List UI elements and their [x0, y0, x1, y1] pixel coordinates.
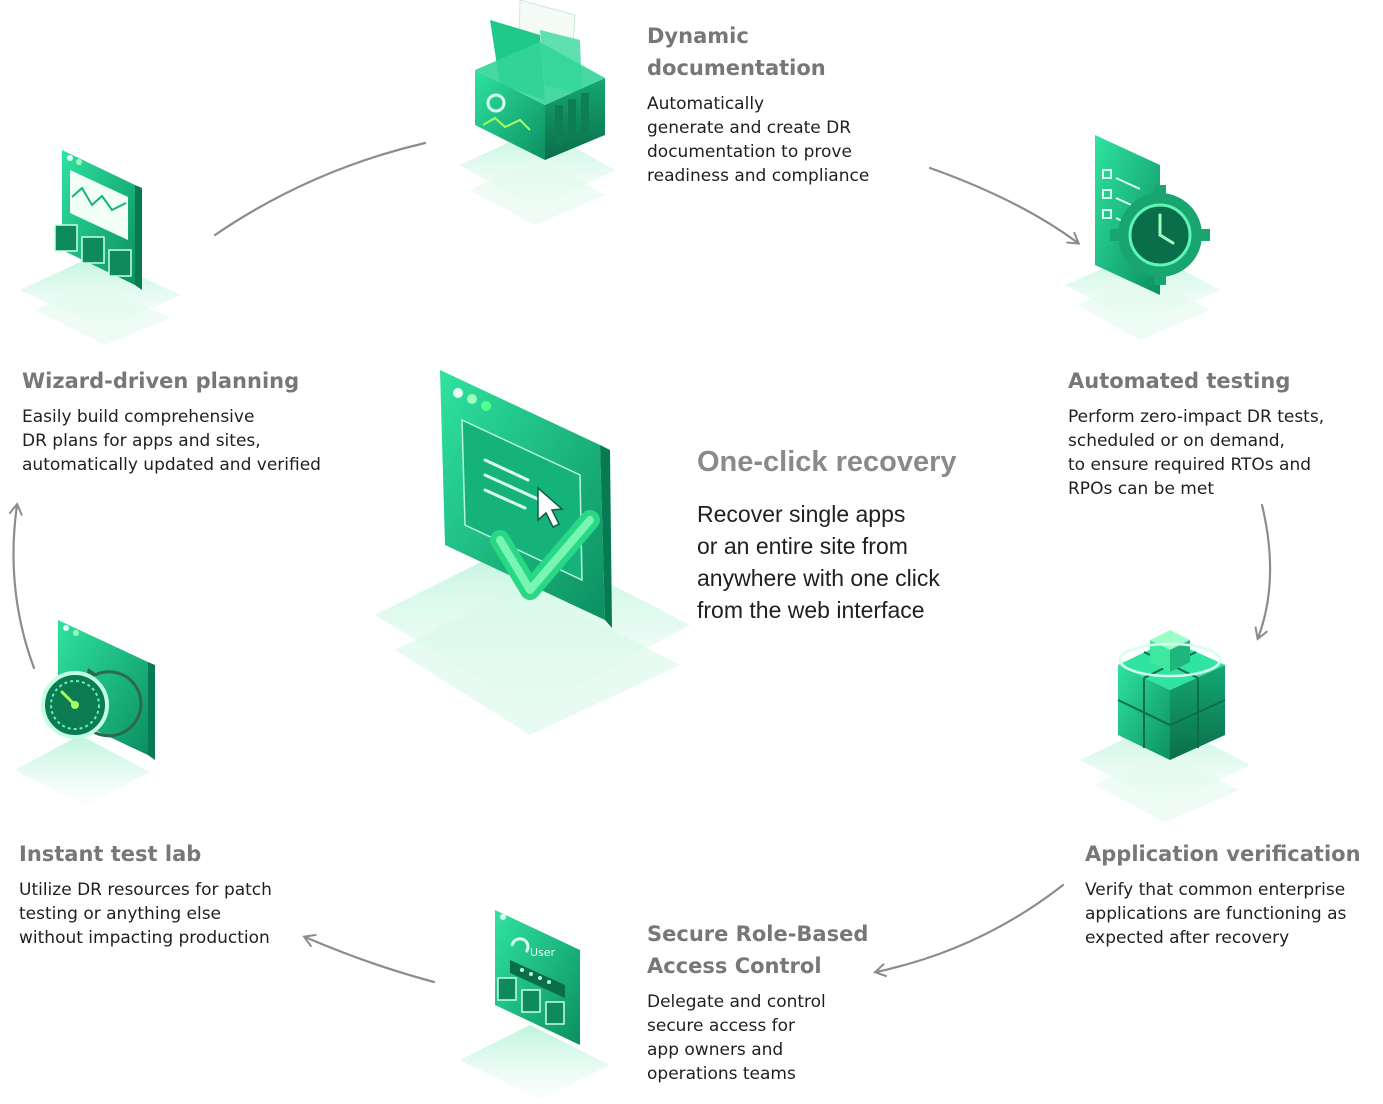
cycle-arrows — [8, 141, 1272, 984]
arrow-verification-to-rbac — [873, 883, 1065, 978]
feature-automated-testing: Automated testing Perform zero-impact DR… — [1068, 365, 1378, 501]
feature-instant-test-lab: Instant test lab Utilize DR resources fo… — [19, 838, 319, 950]
speedometer-window-icon — [15, 620, 155, 805]
chart-window-icon — [20, 150, 180, 345]
arc-wizard-to-docs — [213, 141, 427, 237]
center-title: One-click recovery — [697, 446, 957, 478]
documents-box-icon — [460, 0, 615, 225]
feature-description: Perform zero-impact DR tests, scheduled … — [1068, 407, 1325, 499]
arrow-rbac-to-testlab — [302, 934, 436, 984]
feature-secure-rbac: Secure Role-Based Access Control Delegat… — [647, 918, 907, 1086]
feature-title: Automated testing — [1068, 369, 1291, 393]
arrow-docs-to-testing — [928, 166, 1081, 245]
feature-title: Wizard-driven planning — [22, 369, 300, 393]
center-description: Recover single apps or an entire site fr… — [697, 501, 940, 623]
checklist-gear-clock-icon — [1065, 135, 1220, 340]
feature-description: Easily build comprehensive DR plans for … — [22, 407, 321, 475]
cube-refresh-icon — [1080, 630, 1250, 822]
arrow-testing-to-verification — [1254, 503, 1272, 641]
arrow-testlab-to-wizard — [8, 502, 36, 670]
feature-title: Secure Role-Based Access Control — [647, 922, 869, 978]
feature-title: Instant test lab — [19, 842, 202, 866]
user-login-icon: User — [460, 910, 610, 1100]
feature-title: Application verification — [1085, 842, 1361, 866]
feature-description: Utilize DR resources for patch testing o… — [19, 880, 272, 948]
feature-wizard-planning: Wizard-driven planning Easily build comp… — [22, 365, 367, 477]
feature-title: Dynamic documentation — [647, 24, 826, 80]
click-window-check-icon — [375, 370, 690, 735]
feature-one-click-recovery: One-click recovery Recover single apps o… — [697, 442, 1017, 626]
feature-description: Delegate and control secure access for a… — [647, 992, 826, 1084]
feature-application-verification: Application verification Verify that com… — [1085, 838, 1380, 950]
feature-dynamic-documentation: Dynamic documentation Automatically gene… — [647, 20, 947, 188]
feature-description: Verify that common enterprise applicatio… — [1085, 880, 1347, 948]
user-label: User — [530, 946, 556, 959]
feature-description: Automatically generate and create DR doc… — [647, 94, 870, 186]
